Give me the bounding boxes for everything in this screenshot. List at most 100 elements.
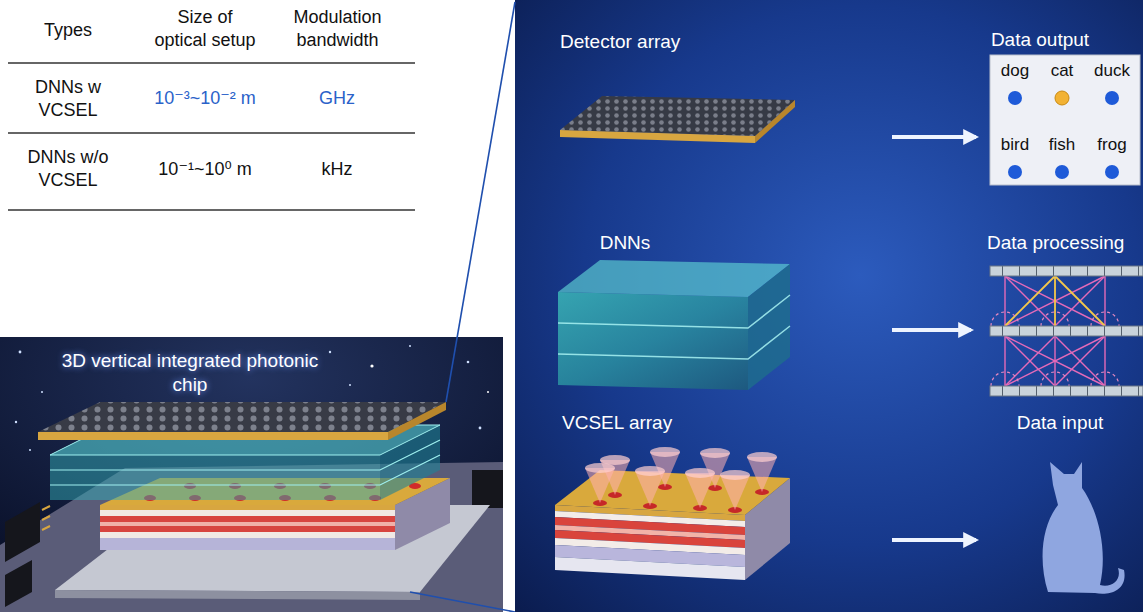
text-slot: fish [1037, 134, 1087, 155]
text-slot: DNNs [585, 231, 665, 255]
network-link [1005, 276, 1105, 326]
table-cell-slot: 10⁻³~10⁻² m [130, 87, 280, 110]
class-dot [1105, 91, 1119, 105]
class-label: dog [1001, 60, 1029, 81]
component-stage: Detector array [548, 24, 888, 164]
node-heading: Data processing [987, 231, 1124, 255]
star [370, 364, 373, 367]
star [467, 361, 470, 364]
text-slot: Detector array [560, 30, 760, 54]
laser-cone [720, 470, 750, 480]
table-cell: 10⁻¹~10⁰ m [158, 158, 251, 181]
node-heading: 3D vertical integrated photonic chip [60, 349, 320, 397]
class-label: frog [1097, 134, 1126, 155]
class-label: cat [1051, 60, 1074, 81]
diffractive-layer [990, 266, 1143, 276]
class-dot [1055, 91, 1069, 105]
text-slot: cat [1037, 60, 1087, 81]
flow-arrow [892, 328, 971, 332]
panel-background [515, 0, 1143, 612]
class-label: fish [1049, 134, 1075, 155]
node-heading: Data output [991, 28, 1089, 52]
laser-cone [585, 468, 615, 503]
star [15, 421, 17, 423]
board-chip [5, 560, 32, 607]
text-slot: bird [990, 134, 1040, 155]
text-slot: dog [990, 60, 1040, 81]
table-cell-slot: 10⁻¹~10⁰ m [130, 158, 280, 181]
dnn-layer-line [558, 326, 790, 359]
network-link [1005, 336, 1105, 386]
table-cell-slot: Size of optical setup [152, 6, 258, 51]
star [479, 427, 482, 430]
node-heading: Detector array [560, 30, 680, 54]
text-slot: Data processing [987, 231, 1137, 255]
detector-plate [38, 402, 446, 432]
wavefront [991, 312, 1019, 326]
laser-cone [700, 448, 730, 458]
star [487, 391, 489, 393]
slab-layer [100, 522, 395, 526]
text-slot: duck [1087, 60, 1137, 81]
table-cell: DNNs w VCSEL [23, 76, 113, 121]
table-rule [8, 132, 415, 134]
table-cell-slot: DNNs w/o VCSEL [23, 146, 113, 191]
text-slot: frog [1087, 134, 1137, 155]
network-link [1104, 336, 1105, 386]
output-panel [990, 55, 1140, 185]
table-cell: 10⁻³~10⁻² m [154, 87, 256, 110]
dnn-layer-line [558, 295, 790, 328]
laser-cone [650, 447, 680, 457]
slab-layer [100, 526, 395, 532]
table-cell-slot: DNNs w VCSEL [23, 76, 113, 121]
wavefront [1041, 312, 1069, 326]
text-slot: 3D vertical integrated photonic chip [60, 349, 320, 397]
slab-layer [100, 505, 395, 510]
wavefronts [991, 312, 1119, 386]
board-chip [5, 502, 40, 562]
network-link [1004, 276, 1005, 326]
space-background [0, 337, 503, 612]
network-link [1005, 336, 1055, 386]
slab-layer [100, 516, 395, 522]
star [19, 351, 22, 354]
star [349, 384, 351, 386]
network-link [1005, 276, 1055, 326]
table-cell: GHz [319, 87, 355, 110]
table-cell: Types [44, 19, 92, 42]
laser-cone [635, 471, 665, 506]
network-link [1004, 336, 1005, 386]
wavefront [1091, 372, 1119, 386]
class-label: bird [1001, 134, 1029, 155]
slab-layer [100, 538, 395, 550]
flow-arrow [892, 135, 976, 139]
flow-arrow [892, 538, 976, 542]
text-slot: VCSEL array [562, 411, 762, 435]
network-link [1005, 276, 1105, 326]
slab-layer [100, 510, 395, 516]
detector-plate [560, 96, 795, 136]
class-dot [1008, 91, 1022, 105]
zoom-line [446, 2, 515, 402]
star [409, 345, 411, 347]
detector-edge [388, 402, 446, 440]
laser-cone [685, 473, 715, 508]
node-heading: Data input [1017, 411, 1104, 435]
cat-icon [1043, 462, 1125, 594]
star [41, 391, 43, 393]
dnn-block [50, 455, 380, 500]
star [29, 449, 31, 451]
network-link [1005, 336, 1055, 386]
board-chip [472, 470, 503, 508]
network-link [1005, 336, 1105, 386]
network-link [1054, 276, 1056, 326]
table-cell: kHz [322, 158, 353, 181]
chip-platform [55, 590, 420, 600]
table-cell-slot: GHz [297, 87, 377, 110]
dnn-layer-line [50, 440, 440, 470]
network-link [1104, 276, 1105, 326]
wavefront [1091, 312, 1119, 326]
laser-cone [720, 475, 750, 510]
class-label: duck [1094, 60, 1130, 81]
